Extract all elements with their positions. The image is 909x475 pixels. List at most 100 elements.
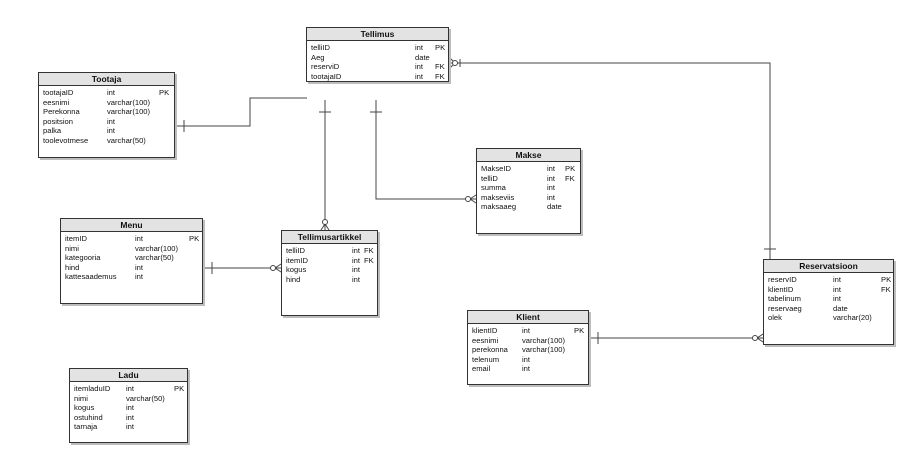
field-cell: itemID [286,255,308,265]
field-cell: reservID [768,275,797,284]
field-cell: ostuhind [74,412,103,422]
field-row: palka int [43,126,173,136]
field-row: positsion int [43,117,173,127]
field-cell: int [126,412,135,422]
field-cell: int [522,354,531,364]
field-cell [574,336,587,346]
field-cell [364,275,377,285]
field-cell: varchar(100) [107,107,151,117]
field-row: hind int [65,263,202,273]
field-cell: date [415,52,430,62]
field-cell: tootajaID [43,88,74,97]
field-cell: int [547,164,556,173]
field-cell [881,294,893,304]
field-cell: FK [435,62,445,72]
field-cell: FK [364,246,374,255]
field-cell: int [522,364,531,374]
field-cell [159,98,173,108]
entity-title: Ladu [70,369,187,382]
field-cell: hind [286,274,301,284]
field-cell: klientID [768,284,794,294]
field-row: telenum int [472,355,587,365]
field-cell: varchar(50) [135,253,174,263]
field-cell: positsion [43,116,73,126]
field-cell: makseviis [481,192,515,202]
field-cell: int [107,126,116,136]
field-cell: int [352,274,361,284]
field-cell: palka [43,126,62,136]
field-cell: kogus [74,403,95,413]
field-cell: perekonna [472,345,508,355]
field-cell: int [126,422,135,432]
field-row: ostuhind int [74,413,187,423]
field-cell: date [833,303,848,313]
field-cell: telenum [472,354,500,364]
field-cell: int [833,294,842,304]
field-cell: int [833,275,842,284]
field-cell: eesnimi [472,335,499,345]
field-cell: nimi [65,243,79,253]
field-cell: kategooria [65,253,101,263]
field-cell [159,117,173,127]
field-cell: PK [189,234,200,243]
field-cell [174,403,187,413]
field-cell: FK [435,71,445,81]
field-cell: reservaeg [768,303,802,313]
field-cell: int [415,43,424,52]
entity-title: Tellimusartikkel [282,231,377,244]
field-cell: date [547,202,562,212]
field-cell: kattesaademus [65,272,117,282]
field-cell [159,136,173,146]
field-row: kategooria varchar(50) [65,253,202,263]
field-cell [565,202,579,212]
field-cell [189,272,202,282]
field-cell: hind [65,262,80,272]
field-cell: FK [364,255,374,265]
field-cell: maksaaeg [481,202,517,212]
field-cell: int [126,384,135,393]
link-tootaja-tellimus [173,97,307,127]
field-cell [159,126,173,136]
entity-title: Klient [468,311,588,324]
field-cell [174,394,187,404]
field-cell [174,422,187,432]
field-cell: telliD [481,173,498,183]
entity-title: Tellimus [307,28,448,41]
field-cell: nimi [74,393,88,403]
entity-title: Reservatsioon [764,260,893,273]
field-cell: int [547,183,556,193]
field-cell: int [135,262,144,272]
field-cell [435,53,448,63]
entity-title: Makse [477,149,580,162]
field-cell: tarnaja [74,422,98,432]
field-cell: int [107,116,116,126]
